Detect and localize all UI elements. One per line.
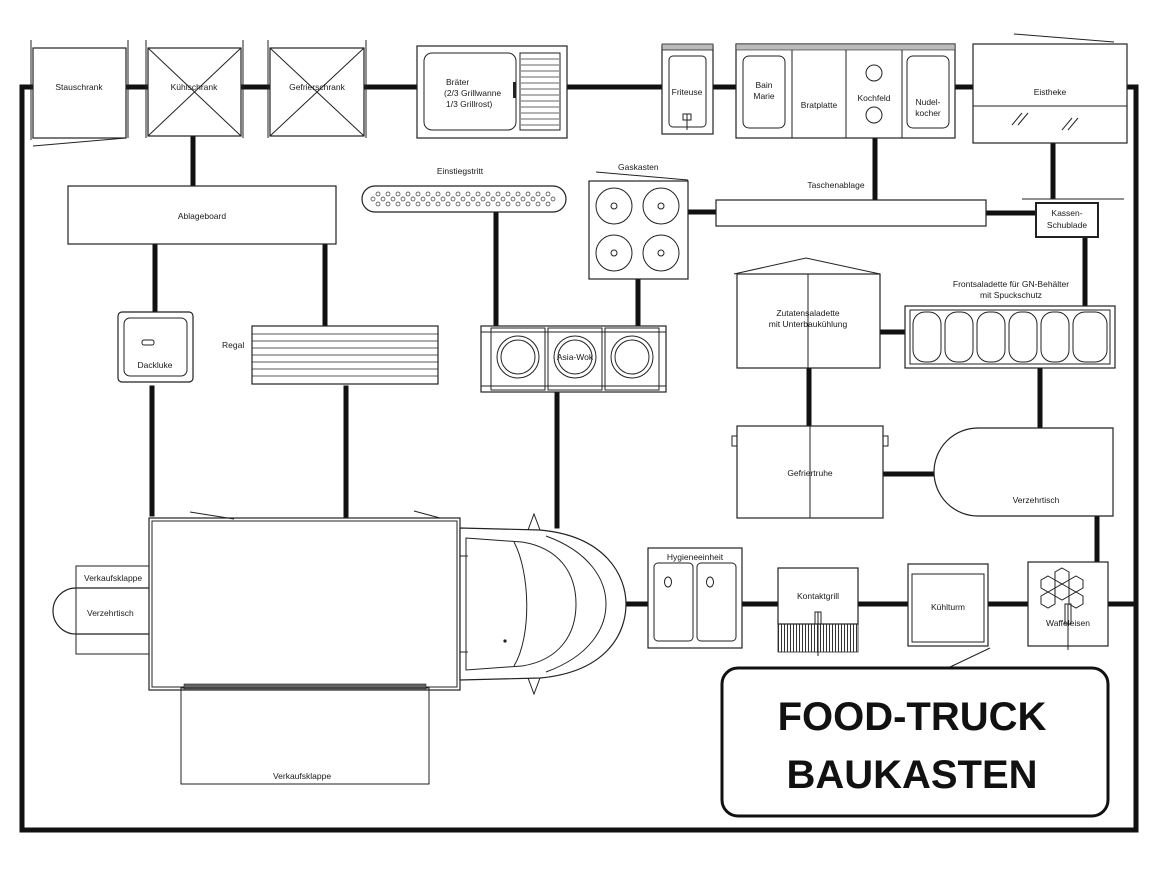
- einstiegstritt: Einstiegstritt: [361, 166, 567, 213]
- frontsaladette: Frontsaladette für GN-Behälter mit Spuck…: [904, 279, 1116, 369]
- gaskasten-label: Gaskasten: [618, 162, 659, 172]
- bain-marie-label-2: Marie: [753, 91, 775, 101]
- frontsaladette-label-1: Frontsaladette für GN-Behälter: [953, 279, 1069, 289]
- waffeleisen-label: Waffeleisen: [1046, 618, 1090, 628]
- gefrierschrank-label: Gefrierschrank: [289, 82, 345, 92]
- title-line-1: FOOD-TRUCK: [778, 695, 1047, 739]
- gefriertruhe: Gefriertruhe: [731, 425, 889, 519]
- hygieneeinheit: Hygieneeinheit: [647, 547, 743, 649]
- regal-label: Regal: [222, 340, 244, 350]
- food-truck: Verkaufsklappe Verzehrtisch Verkaufsklap…: [52, 510, 627, 785]
- dackluke-label: Dackluke: [138, 360, 173, 370]
- title-box: FOOD-TRUCK BAUKASTEN: [720, 647, 1110, 818]
- braeter-label-2: (2/3 Grillwanne: [444, 88, 501, 98]
- bain-marie-label-1: Bain: [755, 80, 772, 90]
- kassen-label-2: Schublade: [1047, 220, 1087, 230]
- zutaten-label-2: mit Unterbaukühlung: [769, 319, 848, 329]
- gefrierschrank: Gefrierschrank: [267, 40, 367, 138]
- kuehlturm: Kühlturm: [907, 563, 989, 647]
- waffeleisen: Waffeleisen: [1027, 561, 1109, 650]
- kontaktgrill: Kontaktgrill: [777, 567, 859, 656]
- braeter-label-1: Bräter: [446, 77, 469, 87]
- kassen-label-1: Kassen-: [1051, 208, 1082, 218]
- nudelkocher-label-2: kocher: [915, 108, 941, 118]
- dackluke: Dackluke: [117, 311, 194, 383]
- asia-wok: Asia-Wok: [480, 325, 667, 393]
- title-line-2: BAUKASTEN: [786, 753, 1037, 797]
- kontaktgrill-label: Kontaktgrill: [797, 591, 839, 601]
- regal: Regal: [222, 325, 439, 385]
- einstiegstritt-label: Einstiegstritt: [437, 166, 484, 176]
- cooking-line: Bain Marie Bratplatte Kochfeld Nudel- ko…: [735, 43, 956, 139]
- kuehlschrank: Kühlschrank: [145, 40, 244, 138]
- hygieneeinheit-label: Hygieneeinheit: [667, 552, 724, 562]
- asia-wok-label: Asia-Wok: [557, 352, 594, 362]
- gaskasten: Gaskasten: [588, 162, 689, 280]
- kassenschublade: Kassen- Schublade: [1022, 198, 1124, 238]
- verzehrtisch-right-label: Verzehrtisch: [1013, 495, 1060, 505]
- verzehrtisch-left-label: Verzehrtisch: [87, 608, 134, 618]
- nudelkocher-label-1: Nudel-: [915, 97, 940, 107]
- zutatensaladette: Zutatensaladette mit Unterbaukühlung: [733, 257, 881, 369]
- kuehlturm-label: Kühlturm: [931, 602, 965, 612]
- eistheke: Eistheke: [972, 33, 1128, 144]
- ablageboard: Ablageboard: [67, 185, 337, 245]
- ablageboard-label: Ablageboard: [178, 211, 226, 221]
- frontsaladette-label-2: mit Spuckschutz: [980, 290, 1042, 300]
- braeter: Bräter (2/3 Grillwanne 1/3 Grillrost): [416, 45, 568, 139]
- kuehlschrank-label: Kühlschrank: [171, 82, 219, 92]
- verkaufsklappe-left-label: Verkaufsklappe: [84, 573, 142, 583]
- taschenablage: Taschenablage: [715, 180, 987, 227]
- taschenablage-label: Taschenablage: [807, 180, 864, 190]
- kochfeld-label: Kochfeld: [857, 93, 890, 103]
- gefriertruhe-label: Gefriertruhe: [787, 468, 833, 478]
- friteuse: Friteuse: [661, 43, 714, 135]
- connector-bars: [19, 84, 1139, 833]
- verkaufsklappe-bottom-label: Verkaufsklappe: [273, 771, 331, 781]
- braeter-label-3: 1/3 Grillrost): [446, 99, 492, 109]
- zutaten-label-1: Zutatensaladette: [776, 308, 840, 318]
- eistheke-label: Eistheke: [1034, 87, 1067, 97]
- stauschrank-label: Stauschrank: [55, 82, 103, 92]
- friteuse-label: Friteuse: [672, 87, 703, 97]
- bratplatte-label: Bratplatte: [801, 100, 838, 110]
- verzehrtisch-right: Verzehrtisch: [933, 427, 1114, 517]
- stauschrank: Stauschrank: [30, 40, 129, 147]
